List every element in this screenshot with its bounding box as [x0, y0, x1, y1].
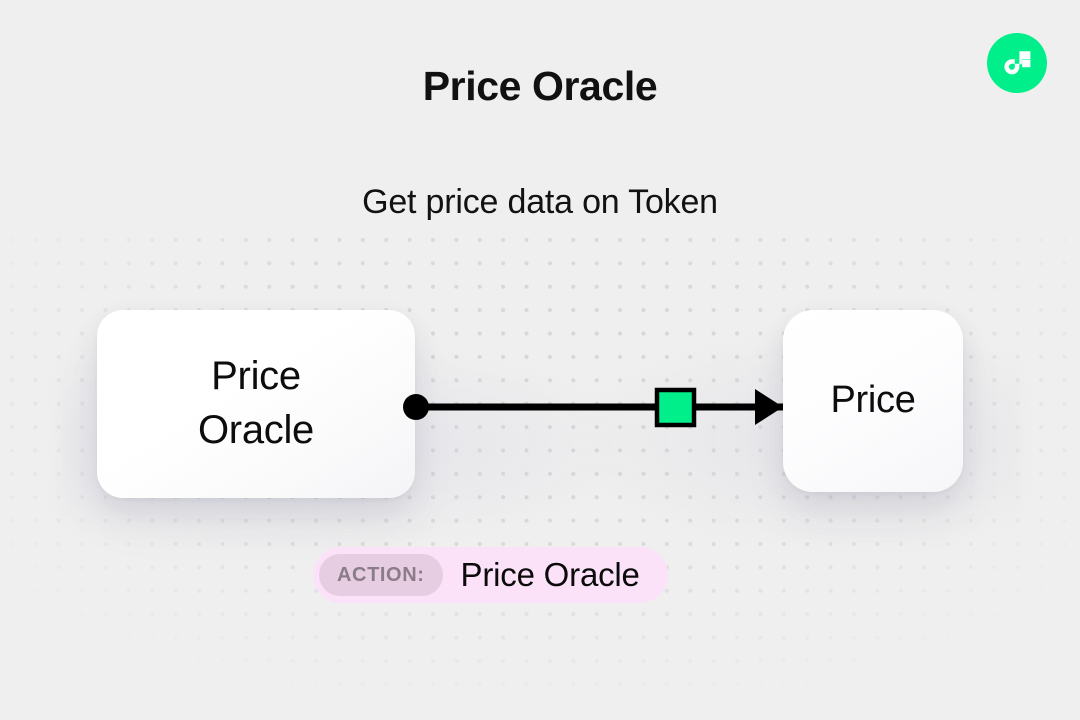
- page-title: Price Oracle: [422, 63, 658, 109]
- flow-logo-icon: [987, 33, 1047, 93]
- action-value: Price Oracle: [460, 556, 640, 593]
- action-chip-label: ACTION:: [319, 554, 443, 596]
- connector-edge: [403, 387, 783, 428]
- action-badge[interactable]: ACTION: Price Oracle: [313, 547, 668, 603]
- node-label: Price Oracle: [197, 354, 314, 452]
- node-label: Price: [830, 379, 916, 422]
- page-subtitle: Get price data on Token: [362, 183, 718, 221]
- edge-marker-square: [654, 387, 697, 428]
- node-card-price[interactable]: Price: [783, 310, 963, 492]
- node-card-price-oracle[interactable]: Price Oracle: [97, 310, 415, 498]
- arrow-head-icon: [755, 389, 783, 425]
